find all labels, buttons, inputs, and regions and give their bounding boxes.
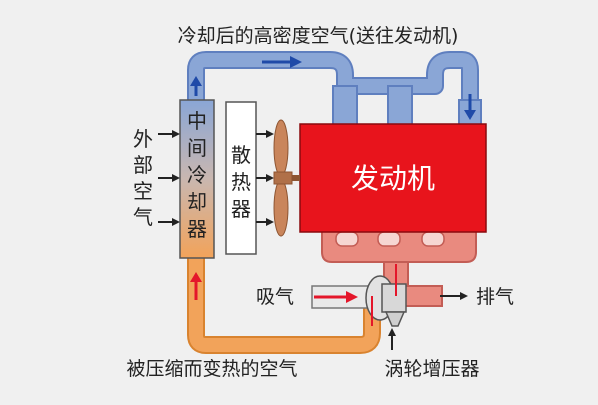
svg-text:空: 空 xyxy=(133,179,153,203)
compressed-air-label: 被压缩而变热的空气 xyxy=(126,358,297,380)
svg-text:热: 热 xyxy=(231,170,251,194)
radiator-label: 散 热 器 xyxy=(231,143,251,221)
intake-runner-mid xyxy=(387,85,413,127)
intercooler-label: 中 间 冷 却 器 xyxy=(187,109,207,241)
svg-text:外: 外 xyxy=(133,127,153,151)
turbo-shaft xyxy=(381,283,407,313)
engine-block xyxy=(299,123,487,233)
intake-label: 吸气 xyxy=(256,286,294,308)
cooled-air-label: 冷却后的高密度空气(送往发动机) xyxy=(178,25,459,47)
svg-text:部: 部 xyxy=(133,153,153,177)
intercooler-box xyxy=(179,99,215,259)
svg-text:器: 器 xyxy=(187,217,207,241)
svg-text:却: 却 xyxy=(187,190,207,214)
cooling-fan xyxy=(273,119,300,237)
outside-air-label: 外 部 空 气 xyxy=(133,127,153,229)
svg-text:冷: 冷 xyxy=(187,163,207,187)
svg-text:间: 间 xyxy=(187,136,207,160)
intake-runner-left xyxy=(332,85,358,127)
svg-text:中: 中 xyxy=(187,109,207,133)
svg-text:器: 器 xyxy=(231,197,251,221)
svg-text:散: 散 xyxy=(231,143,251,167)
svg-text:气: 气 xyxy=(133,205,153,229)
turbocharger-label: 涡轮增压器 xyxy=(384,358,479,380)
exhaust-label: 排气 xyxy=(476,286,514,308)
engine-label: 发动机 xyxy=(351,162,435,195)
radiator-box xyxy=(225,101,257,255)
